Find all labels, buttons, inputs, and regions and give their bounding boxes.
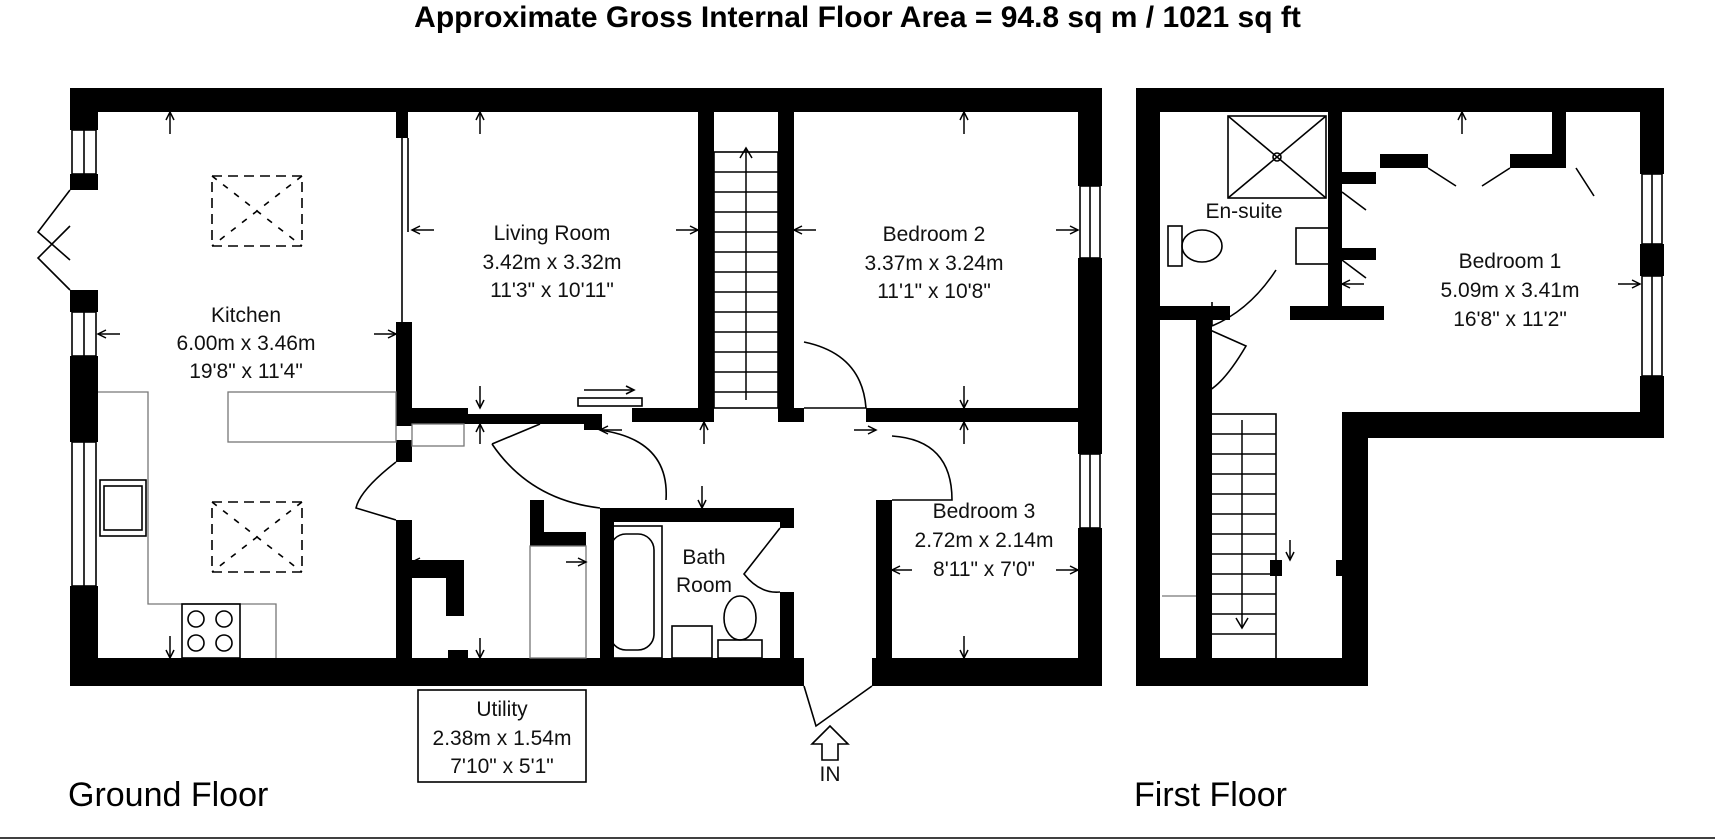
first-floor-walls (1136, 88, 1664, 686)
entrance-arrow-icon (810, 724, 850, 761)
room-labels: Kitchen 6.00m x 3.46m 19'8" x 11'4" Livi… (68, 200, 1579, 814)
first-floor-fittings (1162, 110, 1642, 661)
ground-floor-label: Ground Floor (68, 776, 268, 814)
floor-area-title: Approximate Gross Internal Floor Area = … (414, 1, 1301, 34)
kitchen-fittings (98, 175, 397, 659)
bedroom1-name: Bedroom 1 (1459, 250, 1562, 273)
utility-metric: 2.38m x 1.54m (433, 727, 572, 750)
bedroom2-metric: 3.37m x 3.24m (865, 252, 1004, 275)
utility-imperial: 7'10" x 5'1" (450, 755, 554, 778)
bedroom1-metric: 5.09m x 3.41m (1441, 279, 1580, 302)
bathtub-icon (601, 525, 663, 659)
ground-stairs (713, 146, 779, 409)
utility-label-box (417, 689, 587, 783)
ground-floor-windows (71, 129, 1101, 587)
bedroom3-metric: 2.72m x 2.14m (915, 529, 1054, 552)
bathroom-name-line2: Room (676, 574, 732, 597)
ground-floor-walls (70, 88, 1102, 686)
kitchen-name: Kitchen (211, 304, 281, 327)
bath-basin-icon (671, 625, 713, 659)
bedroom3-imperial: 8'11" x 7'0" (933, 558, 1035, 581)
shower-tray-icon (1227, 115, 1327, 199)
living-metric: 3.42m x 3.32m (483, 251, 622, 274)
bedroom3-name: Bedroom 3 (933, 500, 1036, 523)
bathroom-name-line1: Bath (682, 546, 725, 569)
ensuite-basin-icon (1295, 227, 1331, 265)
living-name: Living Room (494, 222, 611, 245)
kitchen-imperial: 19'8" x 11'4" (189, 360, 303, 383)
first-floor-windows (1641, 173, 1663, 377)
bedroom2-imperial: 11'1" x 10'8" (877, 280, 991, 303)
bath-toilet-icon (717, 639, 763, 659)
ground-floor-doors (36, 189, 953, 728)
bathroom-fittings (411, 385, 763, 659)
entrance-label: IN (820, 763, 841, 786)
ensuite-toilet-icon (1167, 225, 1183, 267)
hob-icon (181, 603, 241, 659)
kitchen-metric: 6.00m x 3.46m (177, 332, 316, 355)
living-imperial: 11'3" x 10'11" (490, 279, 614, 302)
bedroom1-imperial: 16'8" x 11'2" (1453, 308, 1567, 331)
ensuite-name: En-suite (1205, 200, 1282, 223)
kitchen-sink-icon (99, 479, 147, 537)
first-floor-label: First Floor (1134, 776, 1287, 814)
bedroom2-name: Bedroom 2 (883, 223, 986, 246)
utility-name: Utility (476, 698, 528, 721)
ground-dimension-arrows (96, 110, 1080, 660)
